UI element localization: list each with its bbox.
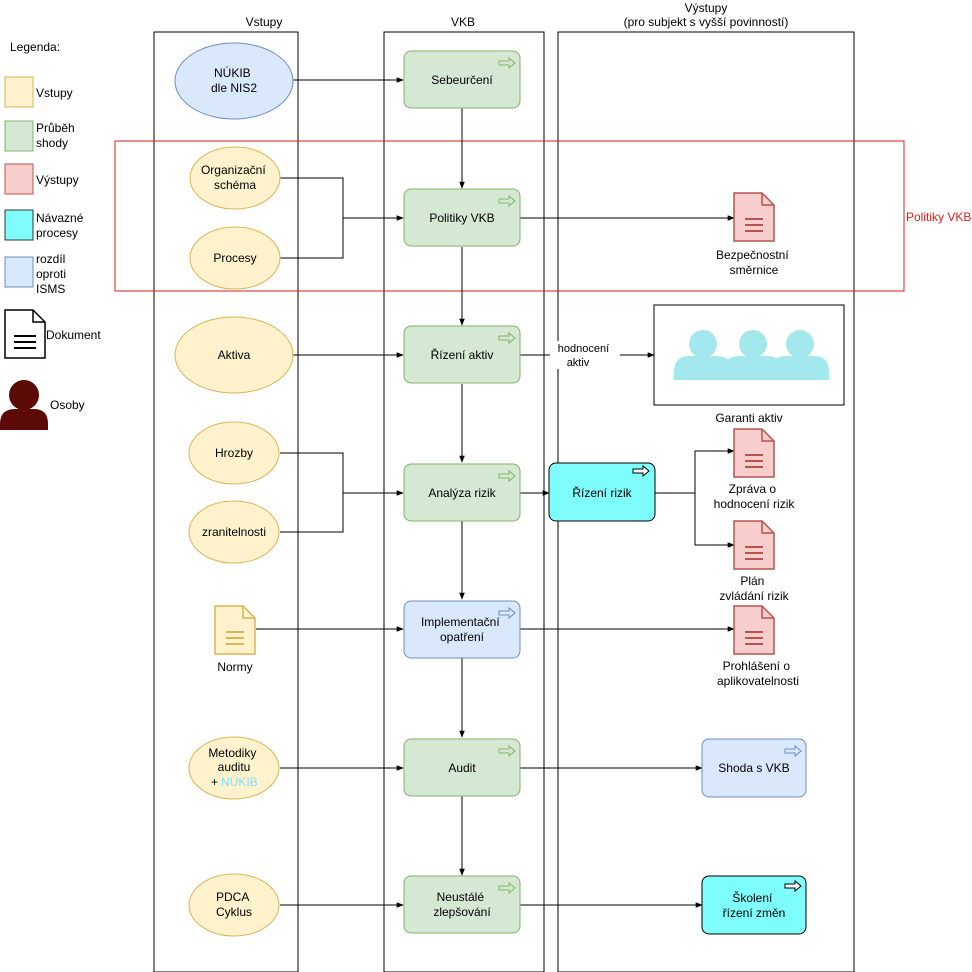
legend-diff: rozdíl oproti ISMS: [36, 252, 69, 296]
svg-text:Normy: Normy: [217, 660, 252, 674]
svg-text:Implementační opatření: Implementační opatření: [421, 615, 503, 644]
svg-text:hodnocení aktiv: hodnocení aktiv: [558, 343, 612, 369]
column-title-outputs: Výstupy: [685, 1, 728, 15]
legend-swatch-followup: [4, 209, 34, 241]
step-politiky-vkb[interactable]: Politiky VKB: [403, 188, 521, 247]
svg-text:Organizační schéma: Organizační schéma: [201, 163, 269, 192]
svg-text:Audit: Audit: [448, 761, 476, 775]
process-rizeni-rizik[interactable]: Řízení rizik: [548, 462, 656, 522]
arrow-icon: [498, 331, 516, 345]
svg-text:PDCA Cyklus: PDCA Cyklus: [216, 890, 252, 919]
arrow-icon: [498, 881, 516, 895]
legend-swatch-inputs: [4, 76, 34, 108]
step-analyza-rizik[interactable]: Analýza rizik: [403, 463, 521, 522]
smernice-document-icon: [733, 192, 775, 242]
arrow-icon: [498, 194, 516, 208]
legend-swatch-progress: [4, 120, 34, 152]
edge-org-procesy-politiky: [280, 177, 403, 259]
input-pdca-cyklus[interactable]: PDCA Cyklus: [188, 873, 280, 937]
legend-swatch-diff: [4, 256, 34, 288]
output-plan-zvladani-rizik[interactable]: Plán zvládání rizik: [719, 520, 790, 603]
input-organizacni-schema[interactable]: Organizační schéma: [189, 146, 281, 210]
legend-document: Dokument: [46, 328, 101, 342]
policy-highlight-frame: [114, 140, 905, 292]
legend-inputs: Vstupy: [36, 86, 73, 100]
input-normy[interactable]: Normy: [214, 605, 256, 674]
svg-text:Hrozby: Hrozby: [215, 446, 253, 460]
legend-person-icon: [0, 380, 48, 430]
svg-text:Plán zvládání rizik: Plán zvládání rizik: [719, 574, 789, 603]
svg-text:Školení řízení změn: Školení řízení změn: [723, 890, 786, 920]
svg-text:zranitelnosti: zranitelnosti: [202, 525, 266, 539]
input-nukib[interactable]: NÚKIB dle NIS2: [174, 42, 294, 120]
legend-title: Legenda:: [10, 40, 60, 54]
legend-persons: Osoby: [50, 398, 85, 412]
svg-text:Metodiky auditu: Metodiky auditu: [208, 746, 259, 774]
legend-document-icon: [4, 309, 46, 359]
svg-text:Řízení rizik: Řízení rizik: [572, 485, 632, 500]
metodiky-nukib: NÚKIB: [221, 774, 258, 789]
svg-text:Neustálé zlepšování: Neustálé zlepšování: [433, 890, 491, 919]
step-rizeni-aktiv[interactable]: Řízení aktiv: [403, 325, 521, 384]
policy-highlight-label: Politiky VKB: [906, 210, 971, 224]
step-audit[interactable]: Audit: [403, 738, 521, 797]
output-prohlaseni-o-aplikovatelnosti[interactable]: Prohlášení o aplikovatelnosti: [717, 605, 799, 688]
input-metodiky-auditu[interactable]: Metodiky auditu + NÚKIB: [188, 736, 280, 800]
legend-swatch-outputs: [4, 163, 34, 195]
input-aktiva[interactable]: Aktiva: [174, 316, 294, 394]
svg-text:Shoda s VKB: Shoda s VKB: [718, 761, 789, 775]
svg-text:Prohlášení o aplikovatel: Prohlášení o aplikovatelnosti: [717, 659, 799, 688]
output-garanti-aktiv[interactable]: Garanti aktiv: [653, 304, 845, 425]
step-neustale-zlepsovani[interactable]: Neustálé zlepšování: [403, 875, 521, 934]
input-procesy[interactable]: Procesy: [189, 226, 281, 290]
process-skoleni-rizeni-zmen[interactable]: Školení řízení změn: [701, 875, 807, 935]
svg-text:Řízení aktiv: Řízení aktiv: [431, 347, 494, 362]
arrow-icon: [498, 56, 516, 70]
svg-text:NÚKIB dle NIS2: NÚKIB dle NIS2: [211, 65, 257, 95]
svg-text:Zpráva o hodnocení rizik: Zpráva o hodnocení rizik: [714, 482, 796, 511]
svg-text:Analýza rizik: Analýza rizik: [428, 486, 496, 500]
edge-rizeni-rizik-plan: [694, 493, 735, 548]
edge-rizeni-rizik-zprava: [655, 448, 735, 494]
legend-progress: Průběh shody: [36, 121, 78, 150]
column-vkb-frame: [383, 31, 545, 972]
legend-outputs: Výstupy: [36, 173, 79, 187]
step-sebeurceni[interactable]: Sebeurčení: [403, 50, 521, 109]
edge-hrozby-zranitelnosti-analyza: [280, 452, 403, 533]
prohlaseni-document-icon: [733, 605, 775, 655]
output-shoda-s-vkb[interactable]: Shoda s VKB: [701, 738, 807, 798]
svg-text:Politiky VKB: Politiky VKB: [429, 211, 494, 225]
column-inputs-frame: [153, 31, 299, 972]
step-implementacni-opatreni[interactable]: Implementační opatření: [403, 600, 521, 659]
arrow-icon: [498, 744, 516, 758]
arrow-icon: [498, 606, 516, 620]
svg-text:Bezpečnostní směrnice: Bezpečnostní směrnice: [716, 248, 792, 277]
input-hrozby[interactable]: Hrozby: [188, 421, 280, 485]
plan-document-icon: [733, 520, 775, 570]
connectors: [256, 77, 735, 908]
legend-followup: Návazné procesy: [36, 211, 87, 240]
output-zprava-o-hodnoceni-rizik[interactable]: Zpráva o hodnocení rizik: [714, 428, 796, 511]
svg-text:Aktiva: Aktiva: [218, 348, 251, 362]
column-title-vkb: VKB: [451, 15, 475, 29]
column-title-inputs: Vstupy: [246, 15, 283, 29]
svg-text:Garanti aktiv: Garanti aktiv: [715, 411, 782, 425]
column-subtitle-outputs: (pro subjekt s vyšší povinností): [624, 15, 789, 29]
normy-document-icon: [214, 605, 256, 655]
arrow-icon: [784, 879, 802, 893]
edge-label-hodnoceni-aktiv: hodnocení aktiv: [550, 341, 620, 369]
arrow-icon: [632, 464, 650, 478]
zprava-document-icon: [733, 428, 775, 478]
output-bezpecnostni-smernice[interactable]: Bezpečnostní směrnice: [716, 192, 792, 277]
svg-text:Sebeurčení: Sebeurčení: [431, 73, 493, 87]
input-zranitelnosti[interactable]: zranitelnosti: [188, 500, 280, 564]
metodiky-plus: +: [211, 775, 218, 789]
arrow-icon: [784, 744, 802, 758]
arrow-icon: [498, 469, 516, 483]
svg-text:Procesy: Procesy: [213, 251, 256, 265]
